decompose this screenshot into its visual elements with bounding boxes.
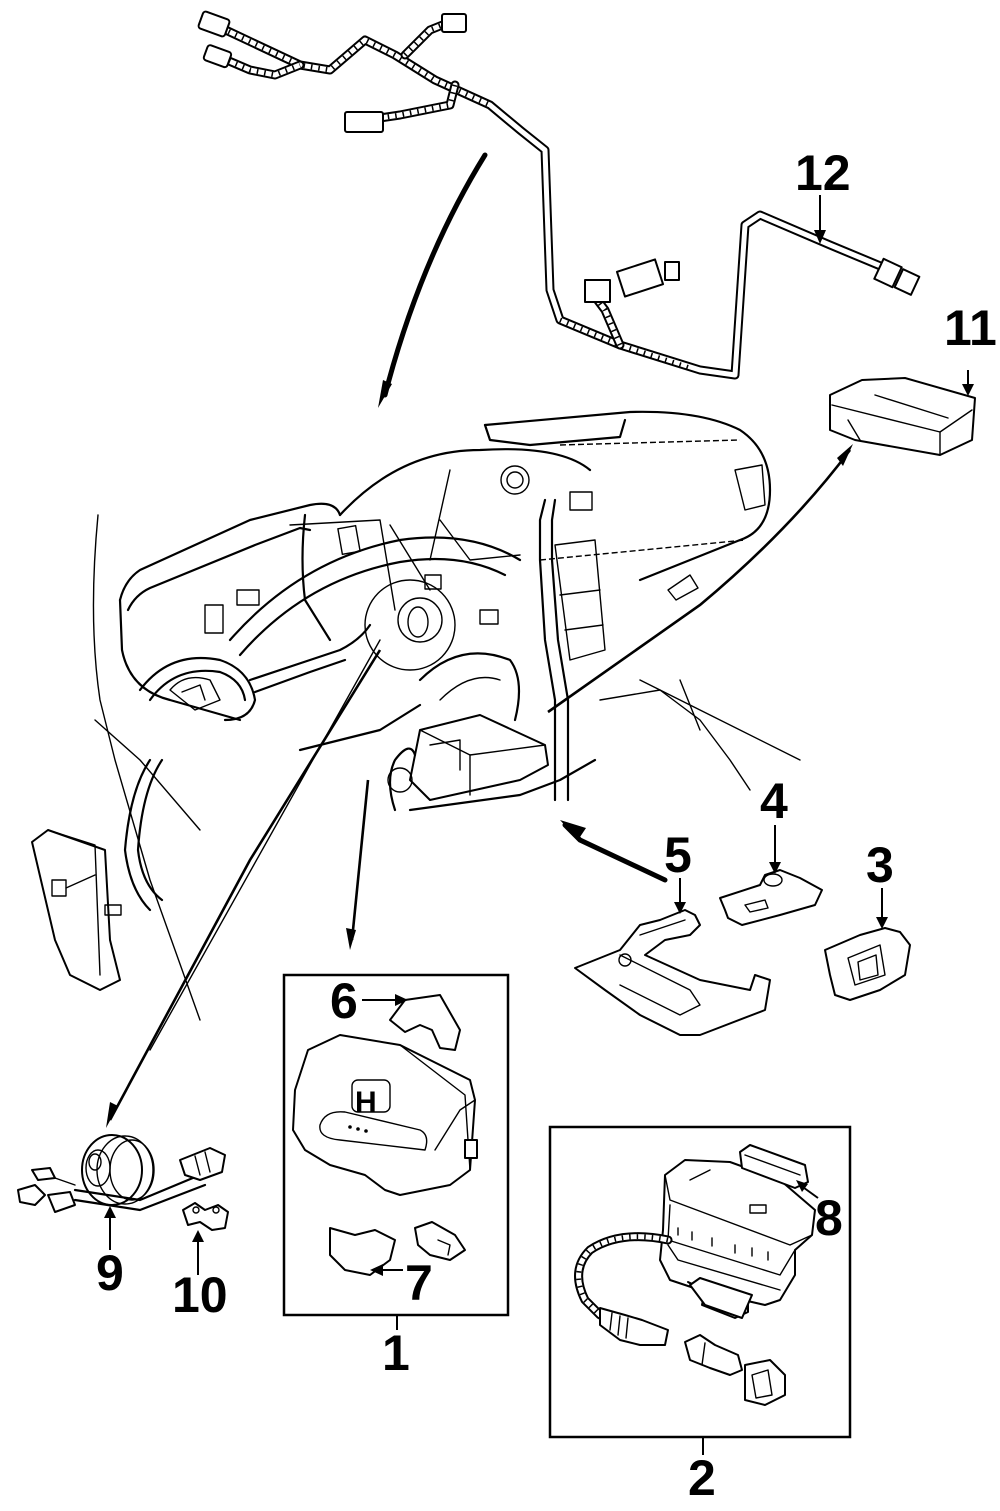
callout-8: 8 bbox=[815, 1190, 843, 1246]
part-9-clockspring bbox=[17, 1134, 226, 1213]
arrow-bracket-to-dash bbox=[560, 820, 668, 883]
part-8-cover-lid bbox=[739, 1144, 809, 1189]
part-5-bracket bbox=[574, 909, 771, 1036]
callout-1: 1 bbox=[382, 1325, 410, 1381]
instrument-panel bbox=[31, 410, 801, 1021]
part-4-bracket bbox=[719, 869, 823, 926]
group-box-2 bbox=[548, 1125, 852, 1439]
part-3-bracket bbox=[824, 927, 911, 1001]
callout-10: 10 bbox=[172, 1267, 228, 1323]
callout-9: 9 bbox=[96, 1245, 124, 1301]
callout-11: 11 bbox=[944, 300, 997, 356]
passenger-airbag-module bbox=[574, 1159, 816, 1406]
callout-4: 4 bbox=[760, 773, 788, 829]
driver-airbag-module: H bbox=[292, 1034, 478, 1196]
connector-small bbox=[414, 1221, 466, 1261]
honda-logo-icon: H bbox=[355, 1086, 377, 1119]
wire-harness-main bbox=[197, 10, 921, 380]
guide-line bbox=[149, 639, 381, 1051]
callout-7: 7 bbox=[405, 1255, 433, 1311]
callout-5: 5 bbox=[664, 827, 692, 883]
callout-2: 2 bbox=[688, 1450, 716, 1506]
part-6-trim-cover bbox=[389, 994, 461, 1051]
callout-3: 3 bbox=[866, 837, 894, 893]
part-10-clip bbox=[182, 1202, 229, 1231]
part-7-trim-cover bbox=[329, 1227, 396, 1276]
arrow-dash-to-module bbox=[547, 444, 853, 714]
arrow-dash-to-driver-airbag bbox=[346, 779, 370, 950]
arrow-dash-to-clockspring bbox=[106, 649, 382, 1128]
callout-12: 12 bbox=[795, 145, 851, 201]
callout-6: 6 bbox=[330, 973, 358, 1029]
part-11-control-module bbox=[829, 377, 976, 456]
arrow-harness-to-dash bbox=[378, 152, 488, 408]
